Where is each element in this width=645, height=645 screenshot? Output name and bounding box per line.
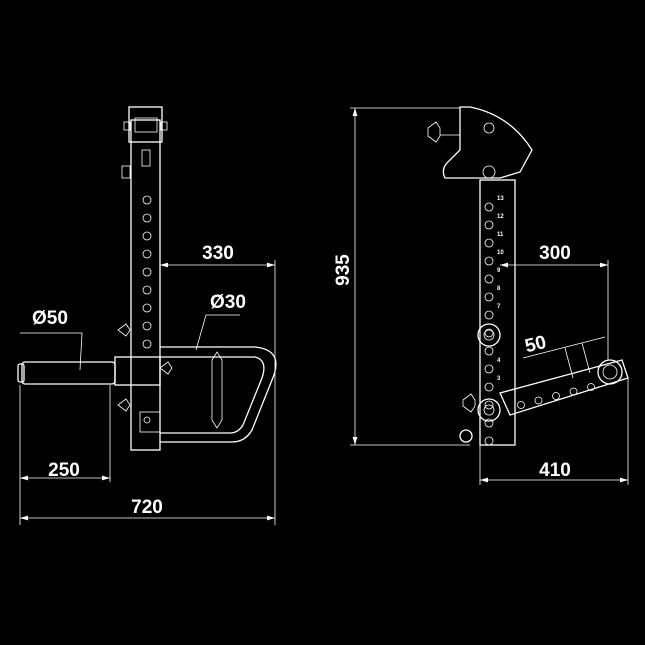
left-post xyxy=(130,119,161,451)
arm-hole xyxy=(552,392,560,400)
head-plate xyxy=(442,106,533,179)
arm-hole xyxy=(517,401,525,409)
hole xyxy=(484,364,494,374)
hole xyxy=(142,249,152,259)
scale-number: 10 xyxy=(497,250,504,256)
arm-hole xyxy=(569,387,578,396)
hole xyxy=(484,418,494,428)
scale-number: 12 xyxy=(497,214,504,220)
hole xyxy=(484,310,494,320)
dim-300: 300 xyxy=(539,243,571,264)
scale-number: 3 xyxy=(497,376,501,382)
arm-hole xyxy=(534,396,543,405)
arm-end-knob xyxy=(597,359,623,385)
hole xyxy=(142,195,152,205)
hole xyxy=(142,231,152,241)
dim-50: 50 xyxy=(523,332,549,357)
hole xyxy=(484,202,494,212)
hole xyxy=(484,238,494,248)
handle-tube xyxy=(160,346,277,443)
adjust-arm xyxy=(499,359,629,416)
dim-250: 250 xyxy=(48,460,80,481)
hole xyxy=(484,328,494,338)
dim-330: 330 xyxy=(202,243,234,264)
hole xyxy=(142,303,152,313)
knob-upper xyxy=(477,323,501,347)
dim-410: 410 xyxy=(539,460,571,481)
hole xyxy=(484,382,494,392)
right-post xyxy=(479,179,516,446)
hole xyxy=(142,213,152,223)
hole xyxy=(484,292,494,302)
left-post-holes xyxy=(142,195,152,349)
scale-number: 9 xyxy=(497,268,501,274)
scale-number: 11 xyxy=(497,232,504,238)
hole xyxy=(484,436,494,446)
knob-lower xyxy=(477,398,501,422)
hole xyxy=(484,346,494,356)
right-view: 13 12 11 10 9 8 7 4 3 935 300 50 410 xyxy=(333,106,629,485)
scale-number: 8 xyxy=(497,286,501,292)
hole xyxy=(484,220,494,230)
rod-clamp xyxy=(114,356,161,386)
dim-d30: Ø30 xyxy=(210,292,246,313)
scale-number: 7 xyxy=(497,304,501,310)
hole xyxy=(484,400,494,410)
logo-plate xyxy=(141,149,151,167)
rod-50 xyxy=(21,361,116,385)
knob-icons xyxy=(117,323,173,412)
hole xyxy=(484,256,494,266)
left-post-head xyxy=(128,106,163,143)
scale-number: 4 xyxy=(497,358,501,364)
hole xyxy=(142,321,152,331)
hole xyxy=(484,274,494,284)
hole xyxy=(142,339,152,349)
dim-935: 935 xyxy=(333,254,354,286)
right-post-holes xyxy=(484,202,494,446)
hole xyxy=(142,285,152,295)
hole xyxy=(142,267,152,277)
arm-hole xyxy=(587,383,595,391)
dim-d50: Ø50 xyxy=(32,308,68,329)
dim-720: 720 xyxy=(131,497,163,518)
left-view: 330 Ø30 Ø50 250 720 xyxy=(17,106,277,525)
scale-number: 13 xyxy=(497,196,504,202)
